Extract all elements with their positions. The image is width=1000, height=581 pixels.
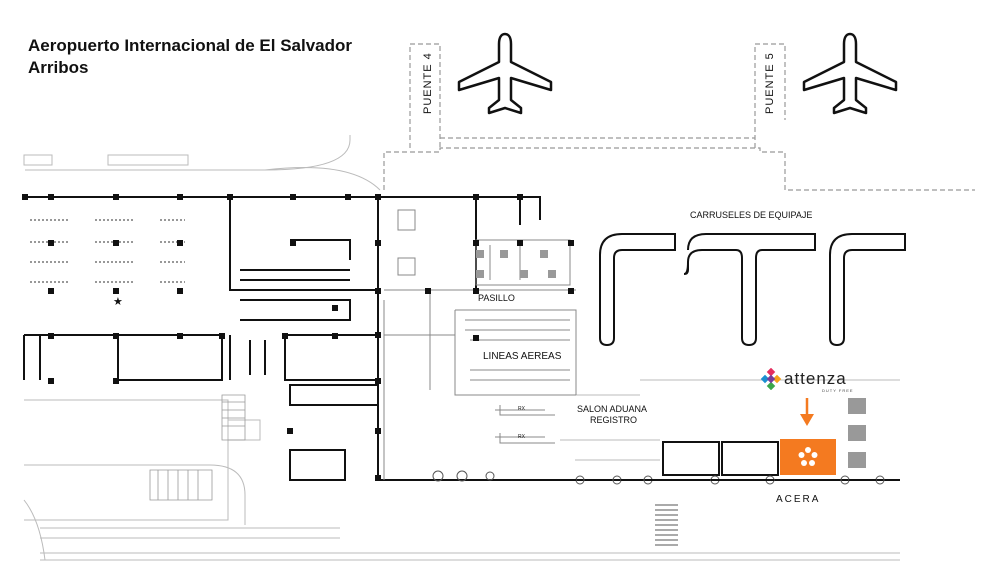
baggage-carousels [599, 233, 906, 347]
star-marker: ★ [113, 295, 123, 308]
attenza-logo[interactable]: attenza DUTY FREE [760, 368, 870, 394]
brand-tagline: DUTY FREE [822, 388, 854, 393]
arrow-down-icon [800, 398, 814, 426]
column-markers [22, 194, 574, 481]
customs-label-line2: REGISTRO [590, 415, 638, 425]
seating-rows [30, 219, 185, 283]
sidewalk-label: ACERA [776, 494, 821, 505]
attenza-store-icon [798, 447, 818, 466]
service-icons [476, 250, 866, 468]
apron-outlines [23, 135, 900, 561]
gate-4-label: PUENTE 4 [422, 52, 434, 114]
building-walls [23, 196, 900, 481]
interior-lines [383, 209, 577, 480]
shop-block [662, 441, 779, 476]
baggage-carousels-label: CARRUSELES DE EQUIPAJE [690, 210, 813, 220]
airplane-icon [802, 32, 898, 115]
gate-5-label: PUENTE 5 [764, 52, 776, 114]
corridor-label: PASILLO [478, 293, 515, 303]
xray-label: RX [518, 434, 525, 440]
attenza-logo-icon [760, 368, 782, 390]
jet-bridges [383, 43, 975, 191]
ramps [149, 394, 246, 501]
page-subtitle: Arribos [28, 58, 89, 77]
crosswalk [655, 504, 678, 546]
customs-label-line1: SALON ADUANA [577, 404, 648, 414]
xray-label: RX [518, 406, 525, 412]
airlines-label: LINEAS AEREAS [483, 351, 562, 362]
airplane-icon [457, 32, 553, 115]
page-title: Aeropuerto Internacional de El Salvador [28, 36, 353, 55]
attenza-store[interactable] [780, 439, 836, 475]
brand-name: attenza [784, 369, 847, 388]
